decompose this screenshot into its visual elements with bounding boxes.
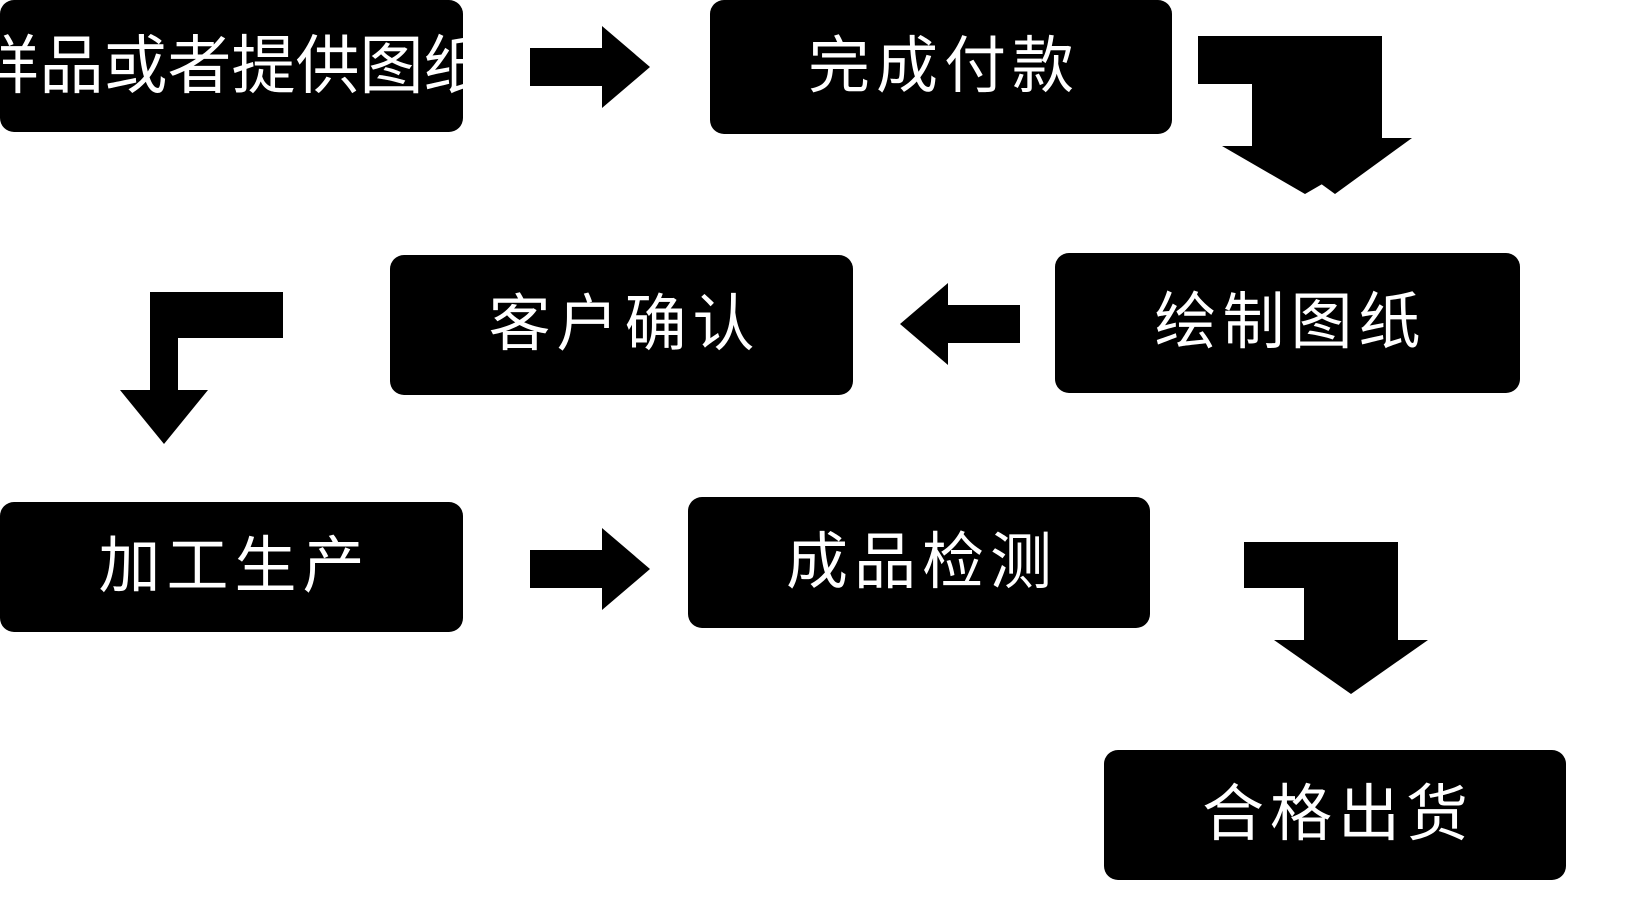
arrow-drawing-to-confirm — [900, 283, 1020, 365]
node-payment-label: 完成付款 — [807, 32, 1080, 101]
node-inspection-label: 成品检测 — [785, 527, 1058, 597]
node-shipment[interactable]: 合格出货 — [1104, 750, 1566, 880]
arrow-sample-to-payment — [530, 26, 650, 108]
node-payment[interactable]: 完成付款 — [710, 0, 1172, 134]
node-confirm[interactable]: 客户确认 — [390, 255, 853, 395]
node-production[interactable]: 加工生产 — [0, 502, 463, 632]
node-sample-label: 样品或者提供图纸 — [0, 30, 488, 102]
node-confirm-label: 客户确认 — [488, 290, 761, 359]
node-shipment-label: 合格出货 — [1201, 780, 1474, 849]
arrow-confirm-to-production — [118, 292, 283, 444]
arrow-payment-to-drawing — [1198, 36, 1412, 194]
node-drawing-label: 绘制图纸 — [1154, 288, 1427, 357]
node-drawing[interactable]: 绘制图纸 — [1055, 253, 1520, 393]
arrow-production-to-inspection — [530, 528, 650, 610]
arrow-inspection-to-shipment — [1244, 542, 1428, 694]
node-sample[interactable]: 样品或者提供图纸 — [0, 0, 488, 132]
node-production-label: 加工生产 — [98, 532, 371, 601]
node-inspection[interactable]: 成品检测 — [688, 497, 1150, 628]
